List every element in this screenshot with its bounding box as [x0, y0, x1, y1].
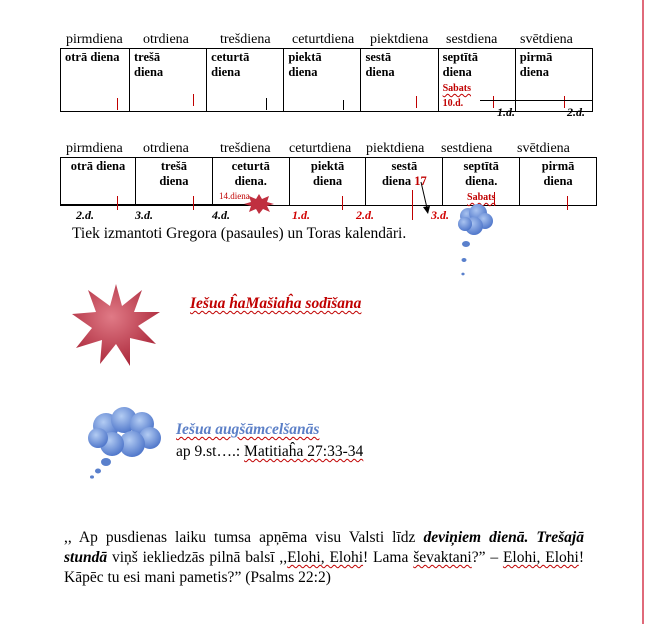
tick-mark: [266, 98, 267, 110]
header-sestdiena: sestdiena: [446, 32, 498, 47]
calendar-note: Tiek izmantoti Gregora (pasaules) un Tor…: [72, 225, 407, 242]
starburst-icon: [72, 284, 160, 366]
header-ceturtdiena: ceturtdiena: [292, 32, 355, 47]
day-label-3d-red: 3.d.: [431, 208, 449, 222]
header-tresdiena: trešdiena: [220, 32, 271, 47]
day-label-2d-red: 2.d.: [356, 208, 374, 222]
header-otrdiena: otrdiena: [143, 141, 189, 156]
header-sestdiena: sestdiena: [441, 141, 493, 156]
thought-cloud-icon: [88, 407, 161, 479]
divider-line: [60, 204, 268, 206]
tick-mark: [494, 192, 495, 206]
small-cloud-icon: [458, 204, 493, 276]
tick-mark: [564, 96, 565, 108]
tick-mark: [117, 98, 118, 110]
header-svetdiena: svētdiena: [517, 141, 570, 156]
tick-mark: [342, 196, 343, 210]
tick-mark: [343, 100, 344, 110]
header-pirmdiena: pirmdiena: [66, 141, 123, 156]
tick-mark: [567, 196, 568, 210]
tick-mark: [117, 196, 118, 210]
header-piektdiena: piektdiena: [366, 141, 425, 156]
divider-line: [480, 100, 592, 101]
header-piektdiena: piektdiena: [370, 32, 429, 47]
day-label-2d: 2.d.: [76, 208, 94, 222]
page-margin-line: [642, 0, 644, 624]
day-label-1d: 1.d.: [497, 105, 515, 119]
tick-mark: [412, 190, 413, 220]
header-tresdiena: trešdiena: [220, 141, 271, 156]
day-17-label: 17: [414, 174, 427, 188]
header-svetdiena: svētdiena: [520, 32, 573, 47]
sabbath-label: Sabats: [467, 192, 496, 203]
tick-mark: [193, 94, 194, 106]
cell-day-2: otrā diena: [60, 48, 130, 112]
header-otrdiena: otrdiena: [143, 32, 189, 47]
punishment-title: Iešua ĥaMašiaĥa sodīšana: [190, 295, 362, 312]
sabbath-day: 10.d.: [442, 98, 464, 109]
cell-day-2: otrā diena: [60, 157, 136, 206]
small-starburst-icon: [244, 194, 274, 214]
header-ceturtdiena: ceturtdiena: [289, 141, 352, 156]
tick-mark: [493, 96, 494, 108]
day-label-4d: 4.d.: [212, 208, 230, 222]
tick-mark: [193, 196, 194, 210]
sabbath-label: Sabats: [442, 83, 471, 94]
day-label-2d: 2.d.: [567, 105, 585, 119]
day-label-1d-red: 1.d.: [292, 208, 310, 222]
day-label-3d: 3.d.: [135, 208, 153, 222]
resurrection-title: Iešua augšāmcelšanās: [176, 421, 320, 438]
tick-mark: [416, 96, 417, 108]
header-pirmdiena: pirmdiena: [66, 32, 123, 47]
day14-label: 14.diena: [219, 191, 250, 201]
quote-paragraph: ,, Ap pusdienas laiku tumsa apņēma visu …: [64, 529, 584, 586]
arrow-down-icon: [420, 181, 430, 214]
resurrection-reference: ap 9.st….: Matitiaĥa 27:33-34: [176, 443, 364, 460]
